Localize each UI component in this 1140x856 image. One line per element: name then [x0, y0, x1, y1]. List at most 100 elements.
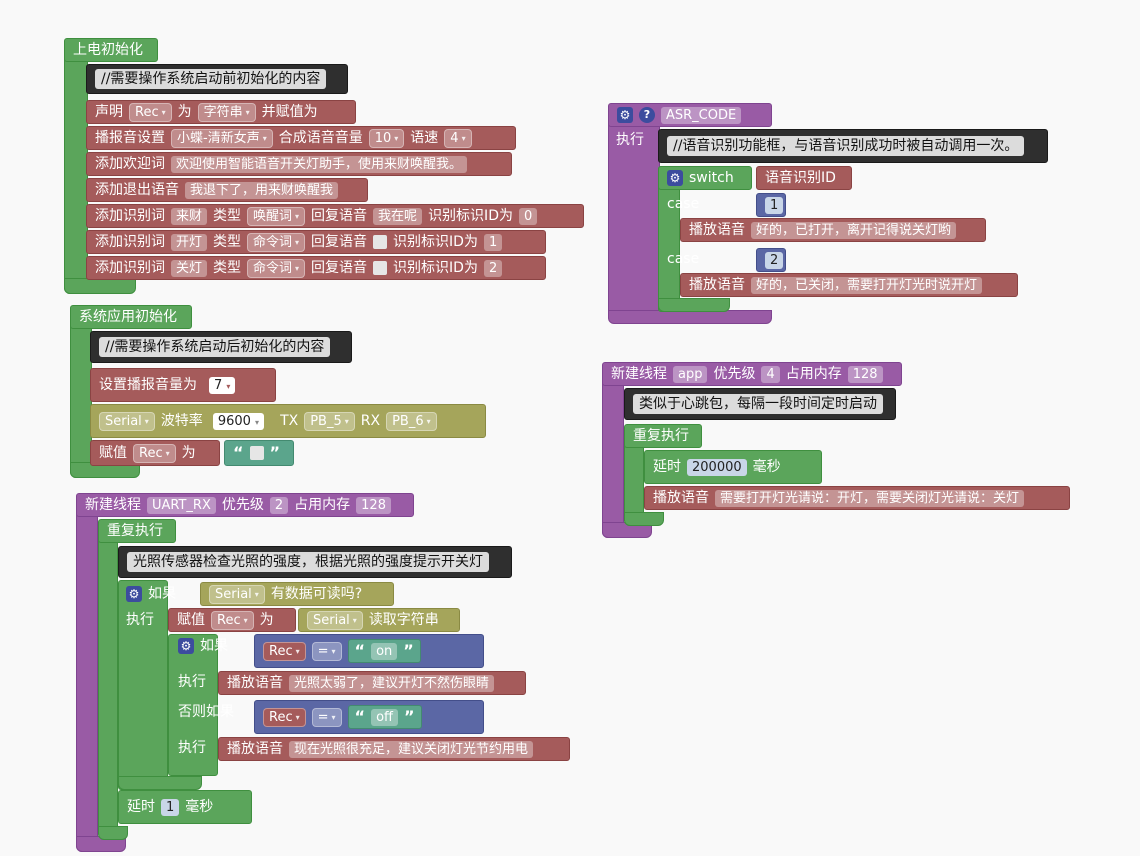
rx-dropdown[interactable]: PB_6▾ [386, 411, 437, 431]
empty-string-block[interactable]: “” [224, 440, 294, 466]
thread-name-field[interactable]: UART_RX [147, 496, 216, 514]
word-block-0[interactable]: 添加识别词 来财 类型 唤醒词▾ 回复语音 我在呢 识别标识ID为 0 [86, 204, 584, 228]
compare-off-block[interactable]: Rec▾ =▾ “off” [254, 700, 484, 734]
string-off-block[interactable]: “off” [347, 705, 422, 729]
reply-empty-field[interactable] [373, 235, 388, 249]
memory-field[interactable]: 128 [847, 365, 883, 383]
var-dropdown[interactable]: Rec▾ [263, 707, 306, 727]
uart-loop-block[interactable]: 重复执行 [98, 519, 176, 543]
operator-dropdown[interactable]: =▾ [311, 641, 342, 661]
asr-hat[interactable]: ⚙ ? ASR_CODE [608, 103, 772, 127]
play-case2-block[interactable]: 播放语音 好的，已关闭，需要打开灯光时说开灯 [680, 273, 1018, 297]
exit-text-field[interactable]: 我退下了，用来财唤醒我 [185, 181, 339, 199]
serial-available-block[interactable]: Serial▾ 有数据可读吗? [200, 582, 394, 606]
word-field[interactable]: 关灯 [171, 259, 208, 277]
string-off-field[interactable]: off [371, 708, 398, 726]
volume-field[interactable]: 7 ▾ [209, 376, 236, 394]
id-field[interactable]: 0 [518, 207, 538, 225]
string-on-block[interactable]: “on” [347, 639, 421, 663]
gear-icon[interactable]: ⚙ [178, 638, 194, 654]
case1-field[interactable]: 1 [765, 196, 784, 214]
word-block-2[interactable]: 添加识别词 关灯 类型 命令词▾ 回复语音 识别标识ID为 2 [86, 256, 546, 280]
serial-init-block[interactable]: Serial▾ 波特率 9600 ▾ TX PB_5▾ RX PB_6▾ [90, 404, 486, 438]
app-comment[interactable]: 类似于心跳包，每隔一段时间定时启动 [624, 388, 896, 420]
compare-on-block[interactable]: Rec▾ =▾ “on” [254, 634, 484, 668]
declare-block[interactable]: 声明 Rec▾ 为 字符串▾ 并赋值为 [86, 100, 356, 124]
say-off-field[interactable]: 现在光照很充足，建议关闭灯光节约用电 [289, 740, 534, 758]
read-string-block[interactable]: Serial▾ 读取字符串 [298, 608, 460, 632]
var-dropdown[interactable]: Rec▾ [211, 610, 254, 630]
serial-dropdown[interactable]: Serial▾ [209, 584, 265, 604]
word-type-dropdown[interactable]: 唤醒词▾ [247, 206, 306, 226]
inner-if-frame[interactable] [168, 634, 218, 776]
set-volume-block[interactable]: 设置播报音量为 7 ▾ [90, 368, 276, 402]
app-thread-hat[interactable]: 新建线程 app 优先级 4 占用内存 128 [602, 362, 902, 386]
delay-field[interactable]: 200000 [687, 458, 747, 476]
delay-block[interactable]: 延时 1 毫秒 [118, 790, 252, 824]
case1-value-block[interactable]: 1 [756, 193, 786, 217]
var-dropdown[interactable]: Rec▾ [263, 641, 306, 661]
say2-field[interactable]: 好的，已关闭，需要打开灯光时说开灯 [751, 276, 983, 294]
case2-field[interactable]: 2 [765, 251, 784, 269]
gear-icon[interactable]: ⚙ [617, 107, 633, 123]
switch-block[interactable]: ⚙ switch [658, 166, 752, 190]
type-dropdown[interactable]: 字符串▾ [197, 102, 256, 122]
welcome-text-field[interactable]: 欢迎使用智能语音开关灯助手，使用来财唤醒我。 [171, 155, 468, 173]
welcome-block[interactable]: 添加欢迎词 欢迎使用智能语音开关灯助手，使用来财唤醒我。 [86, 152, 512, 176]
memory-field[interactable]: 128 [356, 496, 391, 514]
priority-field[interactable]: 2 [269, 496, 289, 514]
volume-dropdown[interactable]: 10▾ [368, 128, 405, 148]
reply-field[interactable]: 我在呢 [373, 207, 423, 225]
priority-field[interactable]: 4 [761, 365, 780, 383]
app-delay-block[interactable]: 延时 200000 毫秒 [644, 450, 822, 484]
word-type-dropdown[interactable]: 命令词▾ [247, 258, 306, 278]
say-field[interactable]: 需要打开灯光请说：开灯，需要关闭灯光请说：关灯 [715, 489, 1025, 507]
power-on-comment[interactable]: //需要操作系统启动前初始化的内容 [86, 64, 348, 94]
id-field[interactable]: 1 [483, 233, 503, 251]
case2-value-block[interactable]: 2 [756, 248, 786, 272]
delay-field[interactable]: 1 [161, 798, 180, 816]
string-on-field[interactable]: on [371, 642, 398, 660]
play-case1-block[interactable]: 播放语音 好的，已打开，离开记得说关灯哟 [680, 218, 986, 242]
play-on-block[interactable]: 播放语音 光照太弱了，建议开灯不然伤眼睛 [218, 671, 526, 695]
dropdown-arrow-icon: ▾ [243, 615, 248, 625]
assign-read-block[interactable]: 赋值 Rec▾ 为 [168, 608, 296, 632]
word-type-dropdown[interactable]: 命令词▾ [247, 232, 306, 252]
sys-init-hat[interactable]: 系统应用初始化 [70, 305, 192, 329]
asr-id-block[interactable]: 语音识别ID [756, 166, 852, 190]
play-off-block[interactable]: 播放语音 现在光照很充足，建议关闭灯光节约用电 [218, 737, 570, 761]
app-loop-block[interactable]: 重复执行 [624, 424, 702, 448]
asr-name-field[interactable]: ASR_CODE [661, 106, 742, 124]
help-icon[interactable]: ? [639, 107, 655, 123]
sys-init-comment[interactable]: //需要操作系统启动后初始化的内容 [90, 331, 352, 363]
exit-voice-block[interactable]: 添加退出语音 我退下了，用来财唤醒我 [86, 178, 368, 202]
if-block-frame[interactable] [118, 580, 168, 790]
word-field[interactable]: 开灯 [171, 233, 208, 251]
id-field[interactable]: 2 [483, 259, 503, 277]
gear-icon[interactable]: ⚙ [126, 586, 142, 602]
voice-dropdown[interactable]: 小蝶-清新女声▾ [171, 128, 273, 148]
reply-empty-field[interactable] [373, 261, 388, 275]
power-on-hat[interactable]: 上电初始化 [64, 38, 158, 62]
operator-dropdown[interactable]: =▾ [311, 707, 342, 727]
baud-field[interactable]: 9600 ▾ [212, 412, 265, 430]
speed-dropdown[interactable]: 4▾ [444, 128, 472, 148]
asr-comment[interactable]: //语音识别功能框，与语音识别成功时被自动调用一次。 [658, 129, 1048, 163]
string-empty-field[interactable] [249, 446, 264, 460]
assign-var-dropdown[interactable]: Rec▾ [133, 443, 176, 463]
word-block-1[interactable]: 添加识别词 开灯 类型 命令词▾ 回复语音 识别标识ID为 1 [86, 230, 546, 254]
assign-block[interactable]: 赋值 Rec▾ 为 [90, 440, 220, 466]
tts-setting-block[interactable]: 播报音设置 小蝶-清新女声▾ 合成语音音量 10▾ 语速 4▾ [86, 126, 516, 150]
serial-dropdown[interactable]: Serial▾ [307, 610, 363, 630]
thread-name-field[interactable]: app [673, 365, 708, 383]
say-on-field[interactable]: 光照太弱了，建议开灯不然伤眼睛 [289, 674, 495, 692]
tx-dropdown[interactable]: PB_5▾ [304, 411, 355, 431]
uart-thread-hat[interactable]: 新建线程 UART_RX 优先级 2 占用内存 128 [76, 493, 414, 517]
uart-comment[interactable]: 光照传感器检查光照的强度，根据光照的强度提示开关灯 [118, 546, 512, 578]
word-field[interactable]: 来财 [171, 207, 208, 225]
say1-field[interactable]: 好的，已打开，离开记得说关灯哟 [751, 221, 957, 239]
app-play-block[interactable]: 播放语音 需要打开灯光请说：开灯，需要关闭灯光请说：关灯 [644, 486, 1070, 510]
gear-icon[interactable]: ⚙ [667, 170, 683, 186]
var-dropdown[interactable]: Rec▾ [129, 102, 172, 122]
serial-dropdown[interactable]: Serial▾ [99, 411, 155, 431]
